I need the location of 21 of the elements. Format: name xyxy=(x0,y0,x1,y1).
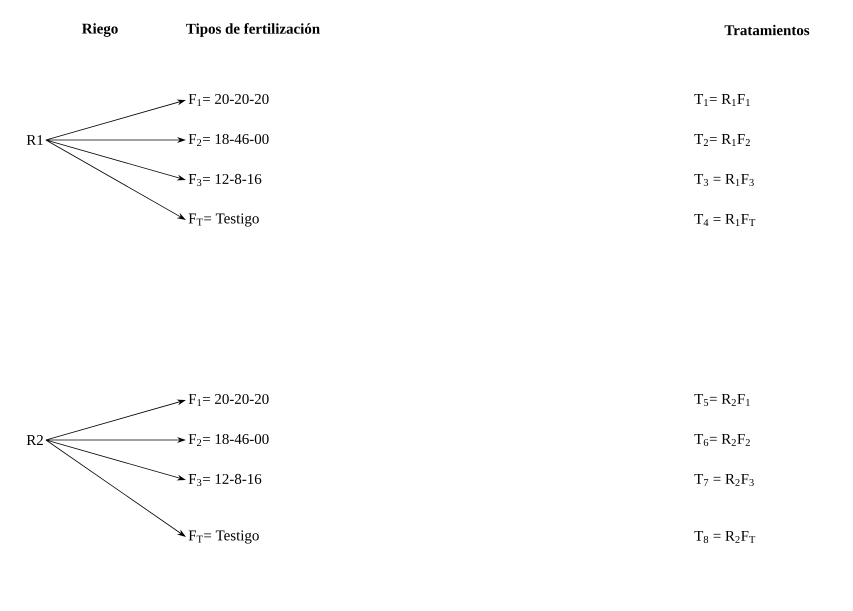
fertilizer-label: F$_{1}$= 20-20-20 xyxy=(188,394,269,406)
fertilizer-label: F$_{2}$= 18-46-00 xyxy=(188,434,269,446)
treatment-label: T$_{4}$ = R$_{1}$F$_{T}$ xyxy=(694,214,756,226)
column-header: Tratamientos xyxy=(724,24,810,36)
treatment-label: T$_{2}$= R$_{1}$F$_{2}$ xyxy=(694,134,750,146)
fertilizer-label: F$_{3}$= 12-8-16 xyxy=(188,174,262,186)
fertilizer-label: F$_{T}$= Testigo xyxy=(188,530,259,544)
treatment-label: T$_{8}$ = R$_{2}$F$_{T}$ xyxy=(694,530,756,544)
treatment-label: T$_{3}$ = R$_{1}$F$_{3}$ xyxy=(694,174,754,186)
treatment-label: T$_{7}$ = R$_{2}$F$_{3}$ xyxy=(694,474,754,486)
fertilizer-label: F$_{3}$= 12-8-16 xyxy=(188,474,262,486)
treatment-label: T$_{6}$= R$_{2}$F$_{2}$ xyxy=(694,434,750,446)
treatment-label: T$_{1}$= R$_{1}$F$_{1}$ xyxy=(694,94,750,106)
fertilizer-label: F$_{2}$= 18-46-00 xyxy=(188,134,269,146)
column-header: Riego xyxy=(82,23,118,37)
treatment-label: T$_{5}$= R$_{2}$F$_{1}$ xyxy=(694,394,750,406)
fertilizer-label: F$_{T}$= Testigo xyxy=(188,213,259,227)
branch-label: R1 xyxy=(26,135,43,145)
column-header: Tipos de fertilización xyxy=(186,23,320,37)
branch-label: R2 xyxy=(26,435,43,445)
fertilizer-label: F$_{1}$= 20-20-20 xyxy=(188,94,269,106)
